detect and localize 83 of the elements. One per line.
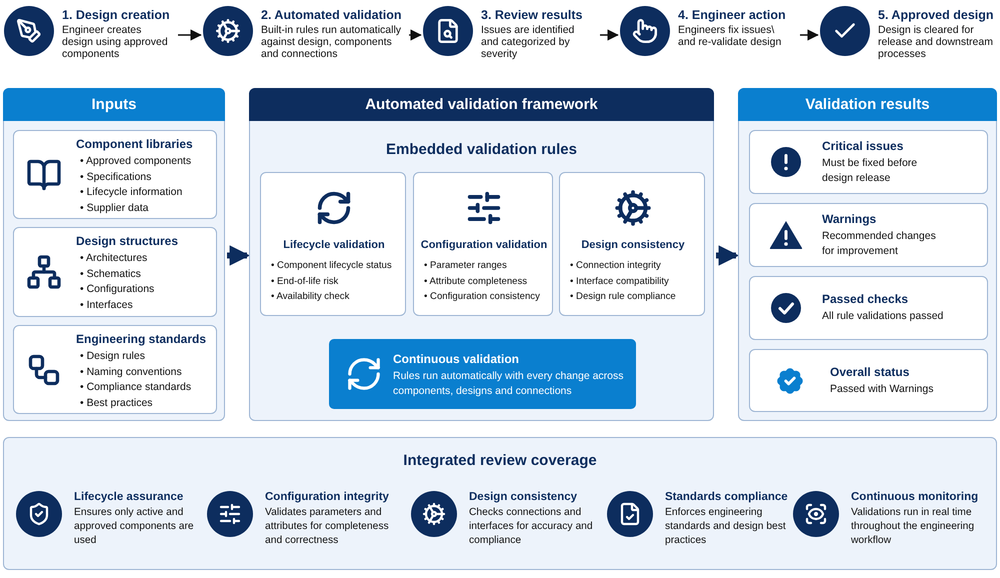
panel-header: Validation results — [738, 88, 997, 121]
card-title: Engineering standards — [76, 332, 208, 346]
item-description: Enforces engineering standards and design best practices — [665, 506, 787, 548]
list-item: • Configuration consistency — [424, 290, 540, 304]
card-title: Passed checks — [822, 292, 910, 306]
list-item: • Component lifecycle status — [271, 259, 392, 273]
card-title: Warnings — [822, 212, 878, 226]
list-item: • Compliance standards — [80, 380, 192, 395]
list-item: • Design rules — [80, 349, 146, 364]
card-title: Lifecycle validation — [283, 239, 385, 251]
list-item: • End-of-life risk — [271, 274, 340, 288]
list-item: • Naming conventions — [80, 364, 183, 380]
step-description: Engineers fix issues\ and re-validate design — [678, 24, 782, 48]
arrow — [716, 245, 739, 266]
list-item: • Best practices — [80, 396, 154, 410]
list-item: • Configurations — [80, 282, 156, 297]
list-item: • Interface compatibility — [570, 274, 670, 288]
step-title: 5. Approved design — [878, 8, 995, 22]
input-card — [13, 227, 217, 317]
item-title: Configuration integrity — [265, 491, 390, 503]
step-description: Engineer creates design using approved components — [62, 24, 169, 60]
card-description: Must be fixed before design release — [822, 156, 918, 186]
rule-card — [559, 172, 705, 316]
card-description: All rule validations passed — [822, 309, 944, 324]
list-item: • Attribute completeness — [424, 274, 528, 288]
list-item: • Design rule compliance — [570, 290, 676, 304]
list-item: • Supplier data — [80, 200, 150, 216]
list-item: • Approved components — [80, 154, 192, 169]
section-heading: Integrated review coverage — [402, 452, 598, 469]
input-card — [13, 130, 217, 219]
card-title: Continuous validation — [393, 352, 520, 366]
step-description: Design is cleared for release and downstream processes — [878, 24, 994, 60]
panel-header: Automated validation framework — [249, 88, 714, 121]
panel-background — [249, 88, 714, 421]
card-title: Critical issues — [822, 138, 904, 152]
list-item: • Architectures — [80, 251, 148, 266]
arrow — [178, 29, 202, 41]
panel-background — [738, 88, 997, 421]
card-title: Design consistency — [581, 239, 685, 251]
card-description: Recommended changes for improvement — [822, 228, 937, 258]
item-description: Validates parameters and attributes for completeness and correctness — [265, 506, 390, 548]
item-title: Continuous monitoring — [851, 491, 980, 503]
card-title: Configuration validation — [420, 239, 548, 251]
rule-card — [260, 172, 406, 316]
list-item: • Interfaces — [80, 298, 134, 312]
list-item: • Connection integrity — [570, 259, 662, 273]
arrow — [800, 29, 819, 41]
input-card — [13, 325, 217, 414]
list-item: • Lifecycle information — [80, 185, 184, 200]
card-title: Overall status — [830, 364, 910, 378]
step-description: Issues are identified and categorized by severity — [481, 24, 576, 60]
result-card — [749, 276, 988, 340]
card-description: Rules run automatically with every change across components, designs and connections — [393, 368, 625, 398]
coverage-panel — [3, 437, 997, 570]
arrow — [409, 29, 422, 41]
step-title: 1. Design creation — [62, 8, 170, 22]
step-title: 3. Review results — [481, 8, 584, 22]
list-item: • Specifications — [80, 170, 152, 184]
item-description: Ensures only active and approved components are used — [74, 506, 195, 548]
panel-background — [3, 88, 225, 421]
item-description: Validations run in real time throughout the engineering workflow — [851, 506, 976, 548]
panel-header: Inputs — [3, 88, 225, 121]
result-card — [749, 130, 988, 194]
arrow — [227, 245, 250, 266]
list-item: • Parameter ranges — [424, 259, 508, 273]
result-card — [749, 203, 988, 267]
result-card — [749, 349, 988, 412]
card-description: Passed with Warnings — [830, 382, 934, 396]
item-title: Lifecycle assurance — [74, 491, 184, 503]
item-title: Design consistency — [469, 491, 578, 503]
step-description: Built-in rules run automatically against design, components and connections — [261, 24, 402, 60]
step-title: 2. Automated validation — [261, 8, 403, 22]
card-title: Component libraries — [76, 137, 194, 151]
item-title: Standards compliance — [665, 491, 789, 503]
list-item: • Schematics — [80, 266, 142, 282]
section-heading: Embedded validation rules — [385, 141, 578, 158]
rule-card — [413, 172, 553, 316]
arrow — [600, 29, 619, 41]
item-description: Checks connections and interfaces for accuracy and compliance — [469, 506, 594, 548]
list-item: • Availability check — [271, 290, 350, 304]
step-title: 4. Engineer action — [678, 8, 787, 22]
card-title: Design structures — [76, 234, 180, 248]
highlight-card — [329, 339, 636, 409]
